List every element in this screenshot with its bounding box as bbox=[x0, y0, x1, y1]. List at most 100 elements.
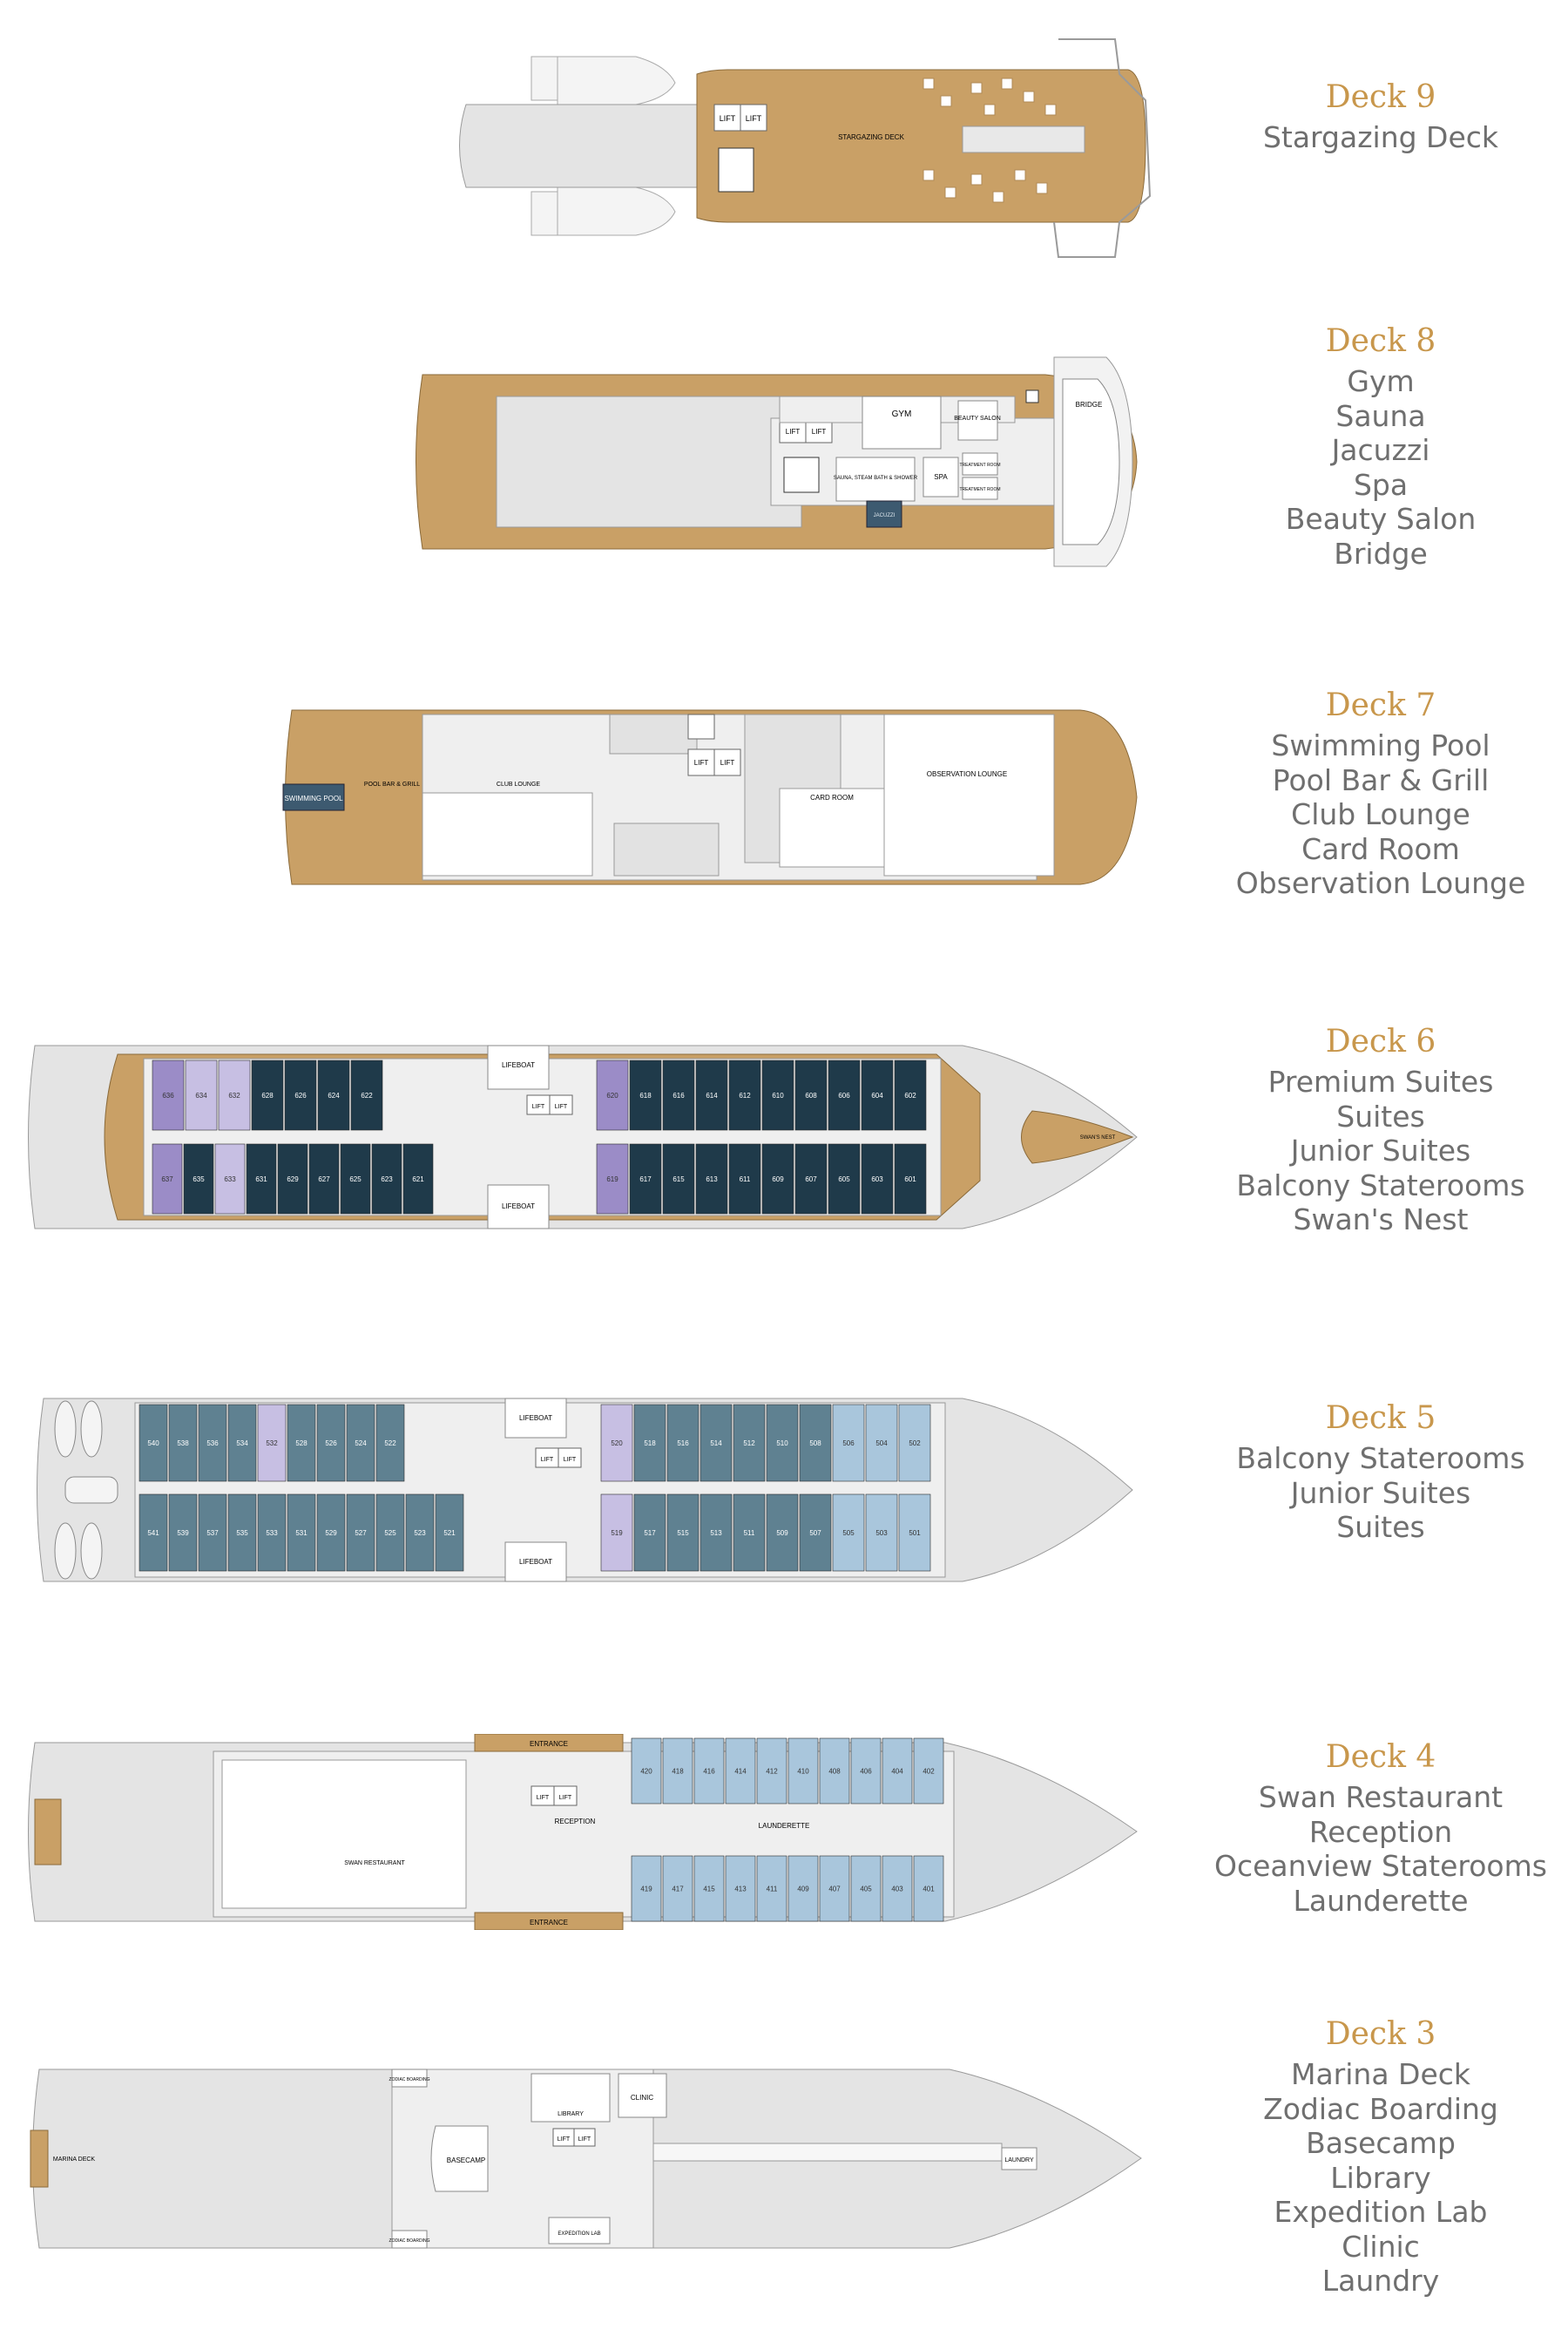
cabin-636[interactable] bbox=[152, 1060, 185, 1131]
cabin-502[interactable] bbox=[898, 1404, 931, 1482]
deck-3-plan[interactable]: MARINA DECK ZODIAC BOARDING ZODIAC BOARD… bbox=[26, 2061, 1150, 2257]
cabin-410[interactable] bbox=[787, 1737, 819, 1804]
cabin-615[interactable] bbox=[662, 1143, 695, 1215]
cabin-541[interactable] bbox=[139, 1493, 168, 1572]
cabin-627[interactable] bbox=[308, 1143, 340, 1215]
cabin-507[interactable] bbox=[799, 1493, 832, 1572]
cabin-509[interactable] bbox=[766, 1493, 799, 1572]
cabin-531[interactable] bbox=[287, 1493, 316, 1572]
cabin-504[interactable] bbox=[865, 1404, 898, 1482]
cabin-414[interactable] bbox=[725, 1737, 756, 1804]
deck-7-plan[interactable]: SWIMMING POOL POOL BAR & GRILL CLUB LOUN… bbox=[279, 701, 1150, 893]
cabin-522[interactable] bbox=[375, 1404, 405, 1482]
cabin-528[interactable] bbox=[287, 1404, 316, 1482]
cabin-610[interactable] bbox=[761, 1060, 794, 1131]
cabin-613[interactable] bbox=[695, 1143, 728, 1215]
cabin-405[interactable] bbox=[850, 1855, 882, 1922]
cabin-521[interactable] bbox=[435, 1493, 464, 1572]
cabin-523[interactable] bbox=[405, 1493, 435, 1572]
cabin-526[interactable] bbox=[316, 1404, 346, 1482]
cabin-606[interactable] bbox=[828, 1060, 861, 1131]
cabin-419[interactable] bbox=[631, 1855, 662, 1922]
cabin-611[interactable] bbox=[728, 1143, 761, 1215]
cabin-402[interactable] bbox=[913, 1737, 944, 1804]
cabin-604[interactable] bbox=[861, 1060, 894, 1131]
cabin-420[interactable] bbox=[631, 1737, 662, 1804]
cabin-624[interactable] bbox=[317, 1060, 350, 1131]
cabin-503[interactable] bbox=[865, 1493, 898, 1572]
cabin-620[interactable] bbox=[596, 1060, 629, 1131]
cabin-518[interactable] bbox=[633, 1404, 666, 1482]
cabin-612[interactable] bbox=[728, 1060, 761, 1131]
cabin-614[interactable] bbox=[695, 1060, 728, 1131]
cabin-517[interactable] bbox=[633, 1493, 666, 1572]
cabin-618[interactable] bbox=[629, 1060, 662, 1131]
cabin-538[interactable] bbox=[168, 1404, 198, 1482]
cabin-409[interactable] bbox=[787, 1855, 819, 1922]
cabin-501[interactable] bbox=[898, 1493, 931, 1572]
cabin-511[interactable] bbox=[733, 1493, 766, 1572]
cabin-536[interactable] bbox=[198, 1404, 227, 1482]
cabin-628[interactable] bbox=[251, 1060, 284, 1131]
cabin-537[interactable] bbox=[198, 1493, 227, 1572]
cabin-411[interactable] bbox=[756, 1855, 787, 1922]
cabin-506[interactable] bbox=[832, 1404, 865, 1482]
cabin-403[interactable] bbox=[882, 1855, 913, 1922]
cabin-514[interactable] bbox=[700, 1404, 733, 1482]
cabin-609[interactable] bbox=[761, 1143, 794, 1215]
cabin-608[interactable] bbox=[794, 1060, 828, 1131]
cabin-519[interactable] bbox=[600, 1493, 633, 1572]
deck-9-plan[interactable]: LIFT LIFT STARGAZING DECK bbox=[449, 22, 1172, 270]
cabin-532[interactable] bbox=[257, 1404, 287, 1482]
cabin-533[interactable] bbox=[257, 1493, 287, 1572]
cabin-617[interactable] bbox=[629, 1143, 662, 1215]
cabin-418[interactable] bbox=[662, 1737, 693, 1804]
cabin-601[interactable] bbox=[894, 1143, 927, 1215]
deck-6-plan[interactable]: SWAN'S NEST LIFEBOAT LIFEBOAT LIFT LIFT … bbox=[22, 1041, 1146, 1233]
cabin-510[interactable] bbox=[766, 1404, 799, 1482]
cabin-616[interactable] bbox=[662, 1060, 695, 1131]
cabin-408[interactable] bbox=[819, 1737, 850, 1804]
cabin-607[interactable] bbox=[794, 1143, 828, 1215]
cabin-412[interactable] bbox=[756, 1737, 787, 1804]
cabin-602[interactable] bbox=[894, 1060, 927, 1131]
cabin-633[interactable] bbox=[214, 1143, 246, 1215]
cabin-508[interactable] bbox=[799, 1404, 832, 1482]
cabin-404[interactable] bbox=[882, 1737, 913, 1804]
cabin-605[interactable] bbox=[828, 1143, 861, 1215]
cabin-631[interactable] bbox=[246, 1143, 277, 1215]
cabin-634[interactable] bbox=[185, 1060, 218, 1131]
cabin-635[interactable] bbox=[183, 1143, 214, 1215]
cabin-539[interactable] bbox=[168, 1493, 198, 1572]
cabin-540[interactable] bbox=[139, 1404, 168, 1482]
cabin-525[interactable] bbox=[375, 1493, 405, 1572]
cabin-401[interactable] bbox=[913, 1855, 944, 1922]
cabin-413[interactable] bbox=[725, 1855, 756, 1922]
cabin-632[interactable] bbox=[218, 1060, 251, 1131]
cabin-534[interactable] bbox=[227, 1404, 257, 1482]
cabin-513[interactable] bbox=[700, 1493, 733, 1572]
cabin-505[interactable] bbox=[832, 1493, 865, 1572]
cabin-406[interactable] bbox=[850, 1737, 882, 1804]
cabin-524[interactable] bbox=[346, 1404, 375, 1482]
cabin-512[interactable] bbox=[733, 1404, 766, 1482]
cabin-416[interactable] bbox=[693, 1737, 725, 1804]
cabin-623[interactable] bbox=[371, 1143, 402, 1215]
cabin-621[interactable] bbox=[402, 1143, 434, 1215]
cabin-622[interactable] bbox=[350, 1060, 383, 1131]
cabin-629[interactable] bbox=[277, 1143, 308, 1215]
cabin-619[interactable] bbox=[596, 1143, 629, 1215]
cabin-520[interactable] bbox=[600, 1404, 633, 1482]
cabin-415[interactable] bbox=[693, 1855, 725, 1922]
cabin-529[interactable] bbox=[316, 1493, 346, 1572]
cabin-637[interactable] bbox=[152, 1143, 183, 1215]
deck-8-plan[interactable]: LIFT LIFT GYM BEAUTY SALON SAUNA, STEAM … bbox=[409, 349, 1167, 575]
cabin-407[interactable] bbox=[819, 1855, 850, 1922]
cabin-516[interactable] bbox=[666, 1404, 700, 1482]
cabin-527[interactable] bbox=[346, 1493, 375, 1572]
cabin-535[interactable] bbox=[227, 1493, 257, 1572]
cabin-626[interactable] bbox=[284, 1060, 317, 1131]
deck-4-plan[interactable]: ENTRANCE ENTRANCE SWAN RESTAURANT LIFT L… bbox=[22, 1734, 1146, 1930]
cabin-515[interactable] bbox=[666, 1493, 700, 1572]
